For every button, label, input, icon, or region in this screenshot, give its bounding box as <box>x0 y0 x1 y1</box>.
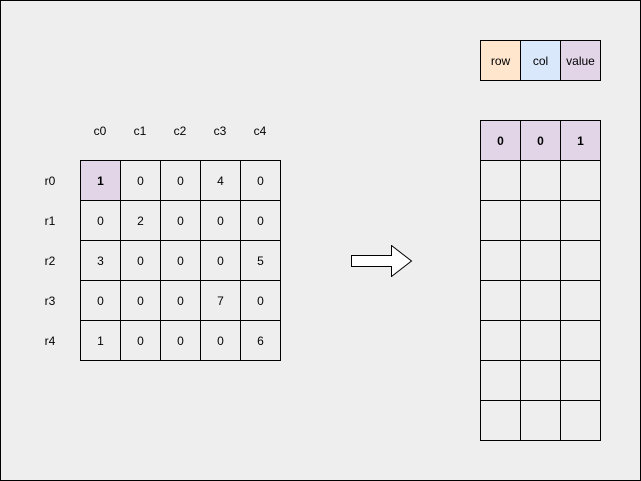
triplet-row-empty <box>480 240 601 281</box>
matrix-cell: 1 <box>80 320 121 361</box>
column-label: c1 <box>133 124 147 138</box>
triplet-cell-empty <box>520 360 561 401</box>
triplet-row-empty <box>480 160 601 201</box>
column-label: c0 <box>93 124 107 138</box>
triplet-cell-empty <box>520 400 561 441</box>
matrix-row: 1 0 0 0 6 <box>80 320 281 361</box>
header-value-cell: value <box>560 40 601 81</box>
matrix-cell: 0 <box>200 320 241 361</box>
triplet-row-empty <box>480 400 601 441</box>
matrix-cell: 0 <box>80 200 121 241</box>
triplet-cell-empty <box>480 400 521 441</box>
matrix-row: 1 0 0 4 0 <box>80 160 281 201</box>
matrix-cell: 0 <box>120 160 161 201</box>
triplet-cell-empty <box>480 360 521 401</box>
matrix-cell: 0 <box>120 240 161 281</box>
triplet-cell-empty <box>560 400 601 441</box>
matrix-cell: 0 <box>160 240 201 281</box>
row-label: r3 <box>44 294 56 308</box>
matrix-cell: 0 <box>160 200 201 241</box>
matrix-cell: 4 <box>200 160 241 201</box>
matrix-cell: 0 <box>240 200 281 241</box>
sparse-matrix: 1 0 0 4 0 0 2 0 0 0 3 0 0 0 5 0 0 0 7 0 <box>80 160 281 361</box>
triplet-cell-empty <box>480 200 521 241</box>
row-label: r2 <box>44 254 56 268</box>
triplet-cell-empty <box>560 320 601 361</box>
triplet-cell: 0 <box>480 120 521 161</box>
triplet-cell-empty <box>560 240 601 281</box>
matrix-cell: 6 <box>240 320 281 361</box>
triplet-cell-empty <box>520 160 561 201</box>
header-row-cell: row <box>480 40 521 81</box>
matrix-row: 0 0 0 7 0 <box>80 280 281 321</box>
triplet-cell-empty <box>480 320 521 361</box>
triplet-cell: 0 <box>520 120 561 161</box>
column-label: c2 <box>173 124 187 138</box>
triplet-cell-empty <box>480 240 521 281</box>
triplet-cell-empty <box>560 160 601 201</box>
triplet-cell-empty <box>560 200 601 241</box>
matrix-cell: 0 <box>120 320 161 361</box>
triplet-cell-empty <box>560 280 601 321</box>
triplet-row-empty <box>480 360 601 401</box>
header-col-cell: col <box>520 40 561 81</box>
matrix-cell: 3 <box>80 240 121 281</box>
matrix-row: 0 2 0 0 0 <box>80 200 281 241</box>
triplet-row-empty <box>480 200 601 241</box>
matrix-row: 3 0 0 0 5 <box>80 240 281 281</box>
header-row: row col value <box>480 40 601 81</box>
row-label: r0 <box>44 174 56 188</box>
matrix-cell: 2 <box>120 200 161 241</box>
column-label: c4 <box>253 124 267 138</box>
triplet-row-empty <box>480 280 601 321</box>
triplet-cell-empty <box>520 240 561 281</box>
matrix-cell: 0 <box>120 280 161 321</box>
matrix-cell: 5 <box>240 240 281 281</box>
triplet-table: 0 0 1 <box>480 120 601 441</box>
matrix-cell: 0 <box>240 280 281 321</box>
triplet-header: row col value <box>480 40 601 81</box>
triplet-cell-empty <box>520 200 561 241</box>
matrix-cell: 0 <box>200 240 241 281</box>
triplet-row: 0 0 1 <box>480 120 601 161</box>
triplet-cell: 1 <box>560 120 601 161</box>
matrix-cell: 0 <box>80 280 121 321</box>
matrix-cell: 0 <box>160 160 201 201</box>
triplet-cell-empty <box>520 320 561 361</box>
matrix-cell: 7 <box>200 280 241 321</box>
right-arrow-icon <box>351 245 413 277</box>
triplet-cell-empty <box>480 160 521 201</box>
triplet-cell-empty <box>520 280 561 321</box>
triplet-cell-empty <box>560 360 601 401</box>
matrix-cell: 0 <box>160 320 201 361</box>
row-label: r1 <box>44 214 56 228</box>
triplet-row-empty <box>480 320 601 361</box>
triplet-cell-empty <box>480 280 521 321</box>
matrix-cell: 0 <box>240 160 281 201</box>
row-label: r4 <box>44 334 56 348</box>
column-label: c3 <box>213 124 227 138</box>
matrix-cell: 0 <box>160 280 201 321</box>
matrix-cell: 0 <box>200 200 241 241</box>
matrix-cell-highlighted: 1 <box>80 160 121 201</box>
